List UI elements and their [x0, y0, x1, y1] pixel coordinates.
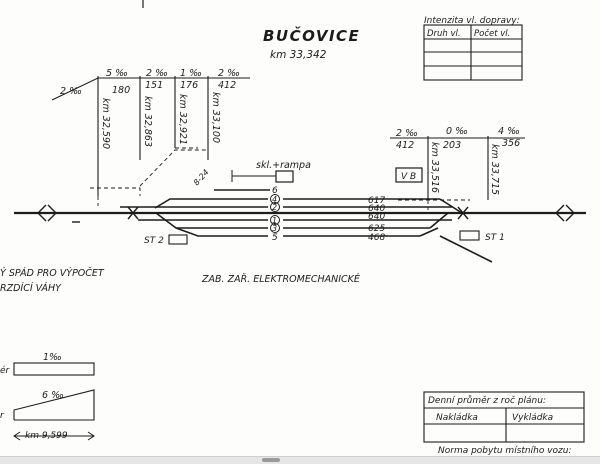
track-length-1: 640	[368, 212, 385, 222]
track-number-1: 1	[272, 216, 277, 225]
gradient-left-2: 5 ‰	[106, 68, 128, 79]
gradient-right-3: 4 ‰	[498, 126, 520, 137]
track-length-5: 468	[368, 233, 385, 243]
grad-box-2-label: 6 ‰	[42, 390, 64, 401]
km-bottom-arrow	[13, 431, 95, 441]
st1-box	[459, 230, 480, 241]
km-mark-right-2: km 33,715	[489, 144, 500, 195]
gradient-right-2: 0 ‰	[446, 126, 468, 137]
grad-row-2-label: r	[0, 411, 5, 421]
length-right-3: 356	[502, 138, 520, 149]
profile-right	[390, 136, 525, 200]
track-circle-3	[270, 223, 280, 233]
track-number-2: 2	[272, 203, 277, 212]
vb-building	[395, 167, 423, 183]
st1-label: ST 1	[485, 233, 505, 243]
track-circle-2	[270, 202, 280, 212]
track-circle-4	[270, 194, 280, 204]
km-mark-left-4: km 33,100	[210, 92, 221, 143]
traffic-col-count: Počet vl.	[474, 28, 510, 39]
gradient-left-4: 1 ‰	[180, 68, 202, 79]
gradient-left-5: 2 ‰	[218, 68, 240, 79]
daily-average-table	[423, 391, 585, 443]
traffic-col-type: Druh vl.	[427, 29, 461, 39]
traffic-table-title: Intenzita vl. dopravy:	[424, 16, 520, 26]
km-bottom-label: km 9,599	[25, 431, 68, 441]
platform-dashes	[90, 147, 470, 210]
gradient-left-3: 2 ‰	[146, 68, 168, 79]
scrollbar-thumb[interactable]	[262, 458, 280, 462]
station-km: km 33,342	[270, 49, 327, 61]
length-left-3: 176	[180, 80, 198, 91]
length-left-4: 412	[218, 80, 236, 91]
track-length-4: 617	[368, 196, 385, 206]
track-number-6: 6	[272, 186, 278, 196]
km-mark-left-1: km 32,590	[100, 98, 111, 149]
length-right-2: 203	[443, 140, 461, 151]
station-tracks	[120, 189, 493, 263]
daily-table-title: Denní průměr z roč plánu:	[428, 395, 546, 406]
station-name: BUČOVICE	[263, 25, 360, 45]
left-note-line-2: RZDÍCÍ VÁHY	[0, 282, 62, 294]
track-length-2: 640	[368, 204, 385, 214]
gradient-left-1: 2 ‰	[60, 86, 82, 97]
grad-box-1-label: 1‰	[43, 352, 62, 363]
length-right-1: 412	[396, 140, 414, 151]
km-mark-left-2: km 32,863	[142, 96, 153, 147]
grad-row-1-label: ér	[0, 365, 11, 376]
track-number-4: 4	[272, 195, 277, 204]
vb-label: V B	[401, 172, 416, 182]
daily-col-unloading: Vykládka	[512, 413, 553, 423]
length-left-1: 180	[112, 85, 130, 96]
ramp-building	[275, 170, 294, 183]
ramp-label: skl.+rampa	[256, 160, 311, 171]
interlocking-label: ZAB. ZAŘ. ELEKTROMECHANICKÉ	[201, 273, 360, 285]
track-length-3: 625	[368, 224, 385, 234]
daily-col-loading: Nakládka	[436, 413, 478, 423]
distance-label: 8-24	[192, 168, 211, 188]
traffic-table	[423, 24, 523, 81]
daily-table-footer: Norma pobytu místního vozu:	[438, 446, 572, 456]
km-mark-left-3: km 32,921	[177, 94, 188, 145]
gradient-right-1: 2 ‰	[396, 128, 418, 139]
st2-label: ST 2	[144, 236, 164, 246]
horizontal-scrollbar[interactable]	[0, 456, 600, 464]
left-note-line-1: Ý SPÁD PRO VÝPOČET	[0, 267, 105, 279]
grad-box-2	[13, 389, 95, 421]
track-number-3: 3	[272, 224, 277, 233]
length-left-2: 151	[145, 80, 163, 91]
profile-left	[51, 76, 250, 196]
track-number-5: 5	[272, 233, 278, 243]
track-circle-1	[270, 215, 280, 225]
track-end-marks	[37, 204, 575, 223]
km-mark-right-1: km 33,516	[429, 142, 440, 193]
st2-box	[168, 234, 188, 245]
grad-box-1	[13, 362, 95, 376]
